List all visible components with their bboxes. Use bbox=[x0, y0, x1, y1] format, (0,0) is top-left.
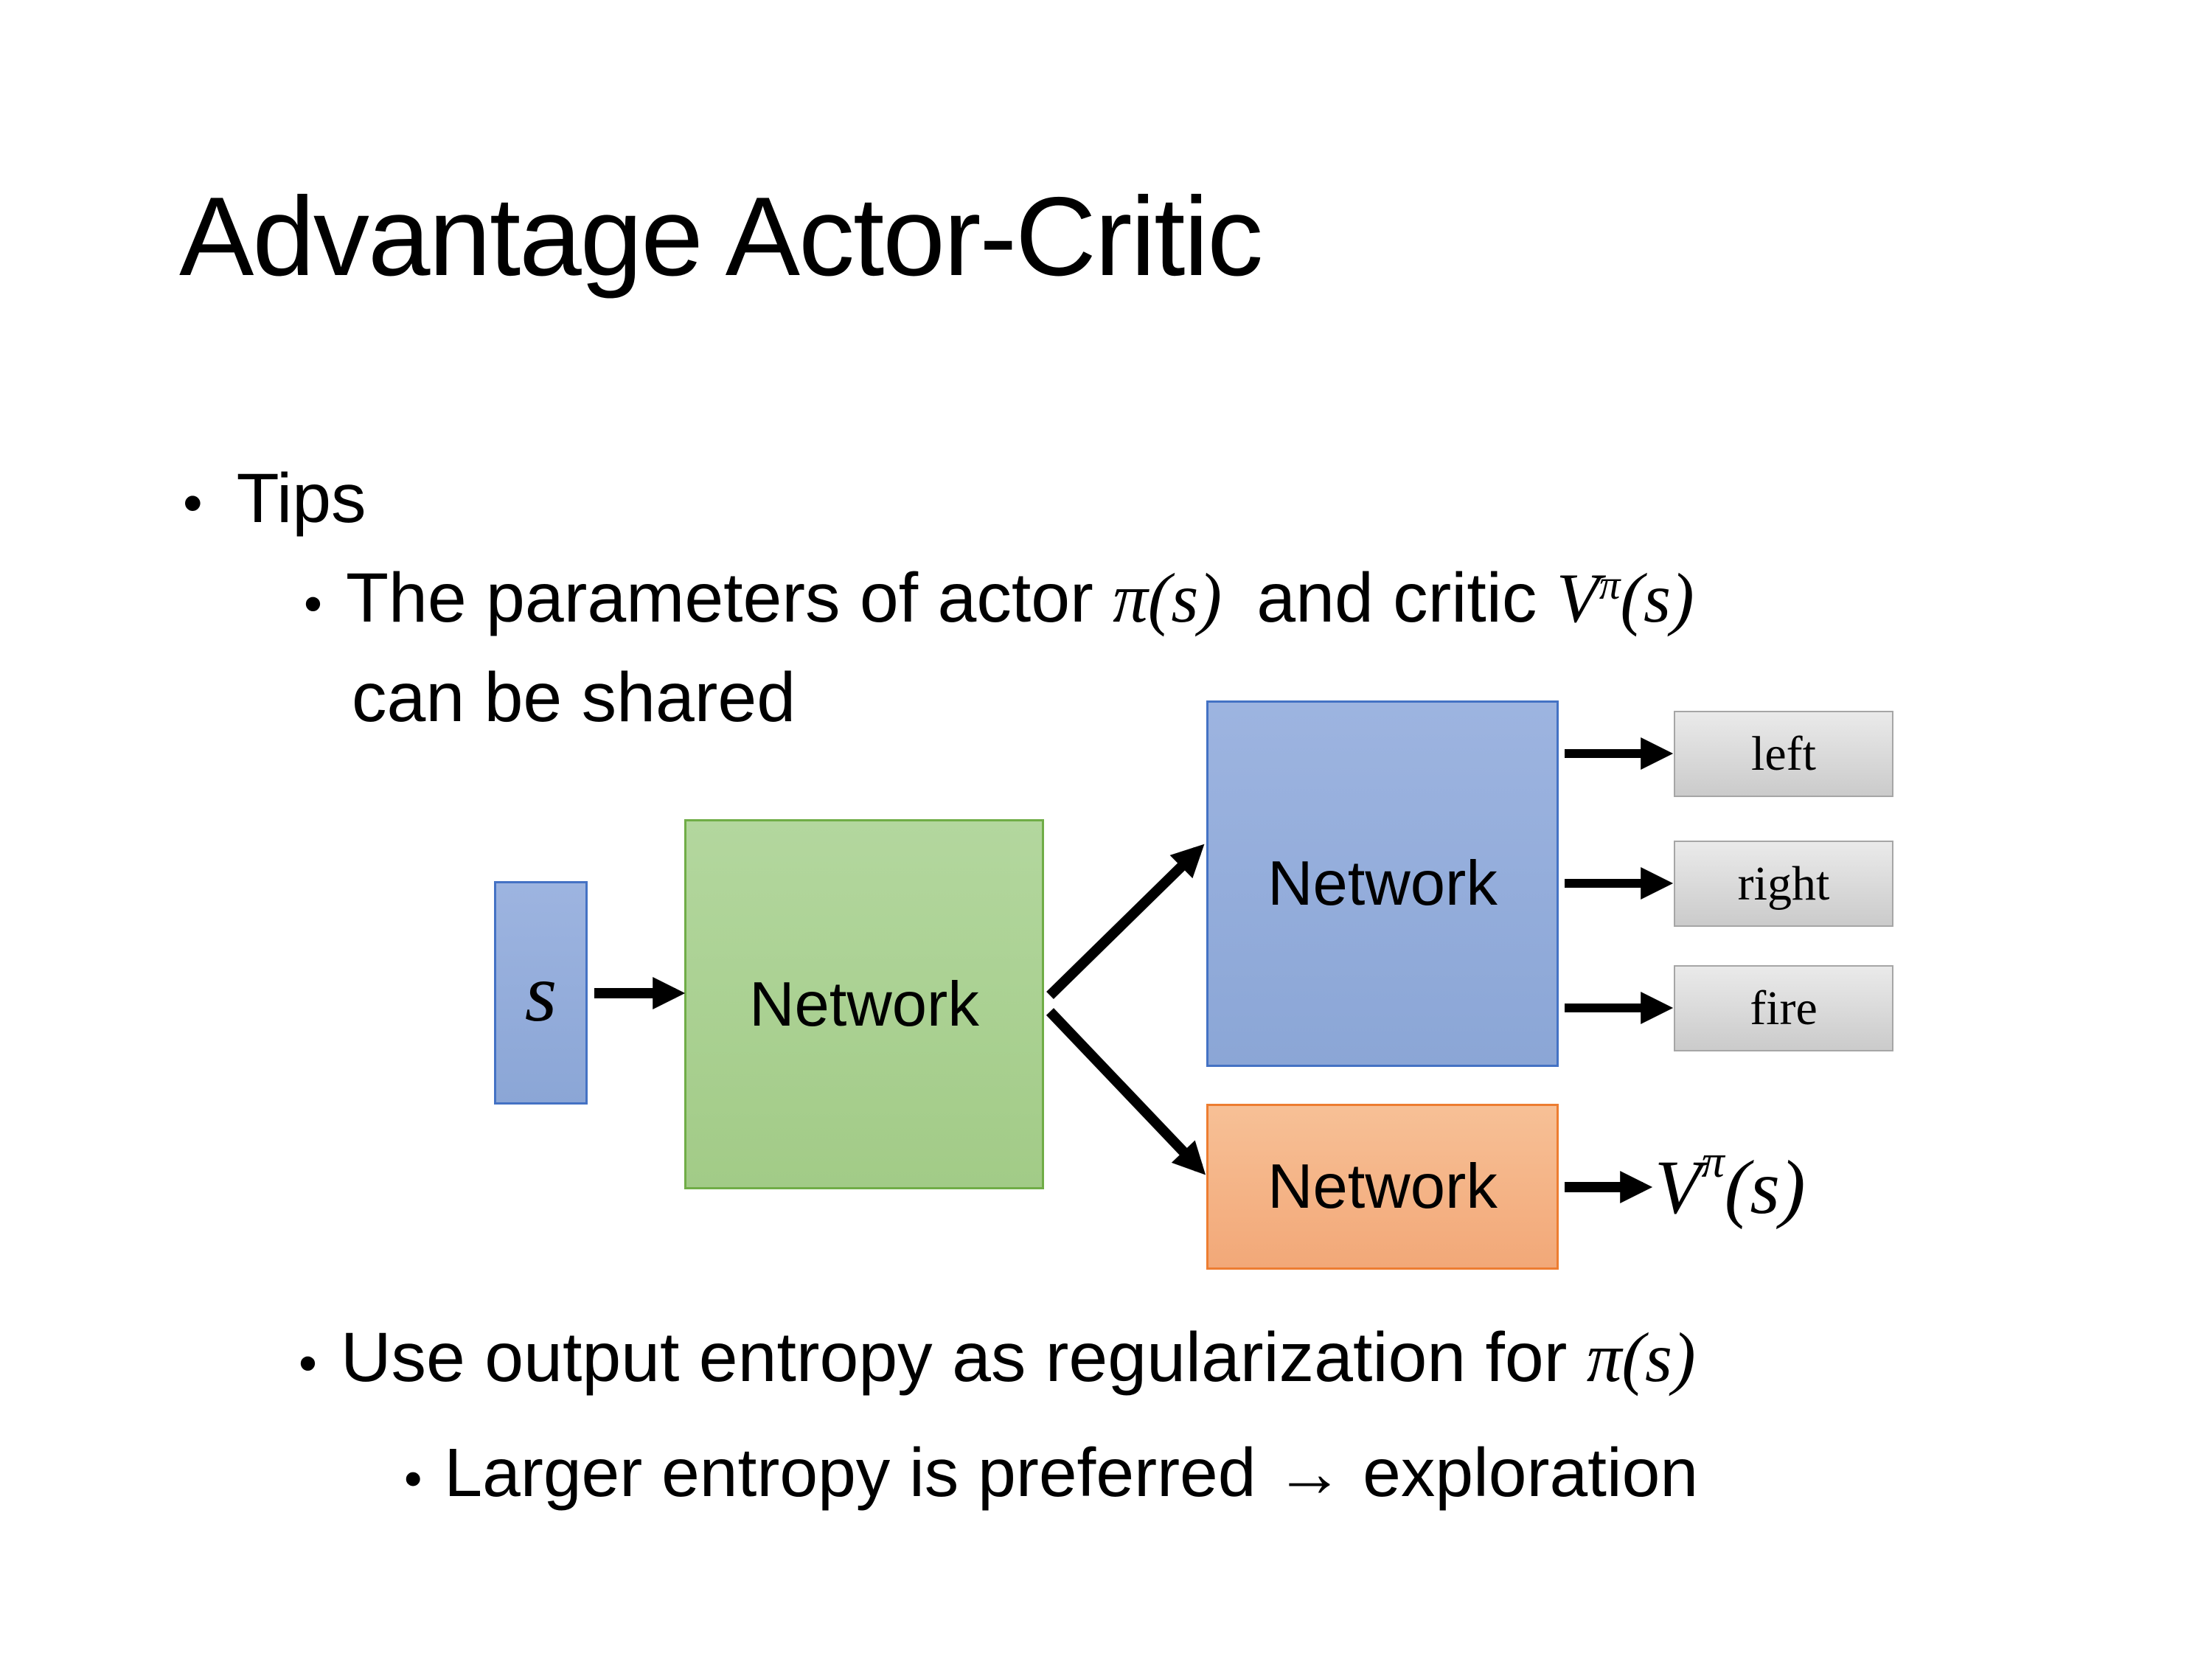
bullet-dot: • bbox=[304, 574, 322, 633]
pi-s-math: π(s) bbox=[1586, 1318, 1696, 1397]
value-pi-superscript: π bbox=[1701, 1136, 1725, 1188]
tips-label: Tips bbox=[236, 459, 366, 538]
bullet-dot: • bbox=[183, 472, 203, 535]
state-label: s bbox=[524, 947, 557, 1039]
bullet1-pre: The parameters of actor bbox=[345, 559, 1113, 637]
critic-network-label: Network bbox=[1267, 1152, 1498, 1222]
actor-network-label: Network bbox=[1267, 849, 1498, 919]
shared-network-box: Network bbox=[684, 819, 1044, 1189]
bullet3-text: Larger entropy is preferred → exploratio… bbox=[444, 1434, 1699, 1511]
action-fire-box: fire bbox=[1674, 965, 1893, 1051]
bullet-entropy-regularization: • Use output entropy as regularization f… bbox=[299, 1317, 1696, 1398]
state-box: s bbox=[494, 881, 588, 1105]
value-pi-superscript: π bbox=[1599, 561, 1621, 608]
action-left-label: left bbox=[1751, 726, 1816, 781]
action-right-label: right bbox=[1737, 856, 1830, 911]
page-title: Advantage Actor-Critic bbox=[179, 174, 1263, 299]
bullet2-pre: Use output entropy as regularization for bbox=[340, 1318, 1587, 1397]
pi-s-math: π(s) bbox=[1113, 559, 1222, 637]
action-left-box: left bbox=[1674, 711, 1893, 797]
value-v-math: V bbox=[1655, 1145, 1702, 1230]
value-args-math: (s) bbox=[1620, 559, 1694, 637]
critic-network-box: Network bbox=[1206, 1104, 1559, 1270]
bullet-dot: • bbox=[299, 1334, 317, 1393]
arrow-shared-to-actor-icon bbox=[1046, 844, 1205, 999]
actor-network-box: Network bbox=[1206, 700, 1559, 1067]
value-v-math: V bbox=[1556, 559, 1599, 637]
bullet2-text: Use output entropy as regularization for… bbox=[341, 1317, 1696, 1398]
bullet-dot: • bbox=[404, 1450, 422, 1507]
shared-network-label: Network bbox=[749, 969, 979, 1040]
bullet1-text: The parameters of actor π(s) and critic … bbox=[346, 557, 1694, 639]
bullet-tips: • Tips bbox=[183, 459, 366, 539]
bullet-parameters-shared: • The parameters of actor π(s) and criti… bbox=[304, 557, 1694, 639]
arrow-shared-to-critic-icon bbox=[1046, 1008, 1206, 1175]
action-fire-label: fire bbox=[1750, 981, 1818, 1035]
value-args-math: (s) bbox=[1724, 1145, 1806, 1230]
bullet1-line2: can be shared bbox=[352, 658, 796, 737]
bullet-larger-entropy: • Larger entropy is preferred → explorat… bbox=[404, 1433, 1698, 1512]
bullet1-mid: and critic bbox=[1237, 559, 1557, 637]
action-right-box: right bbox=[1674, 841, 1893, 927]
